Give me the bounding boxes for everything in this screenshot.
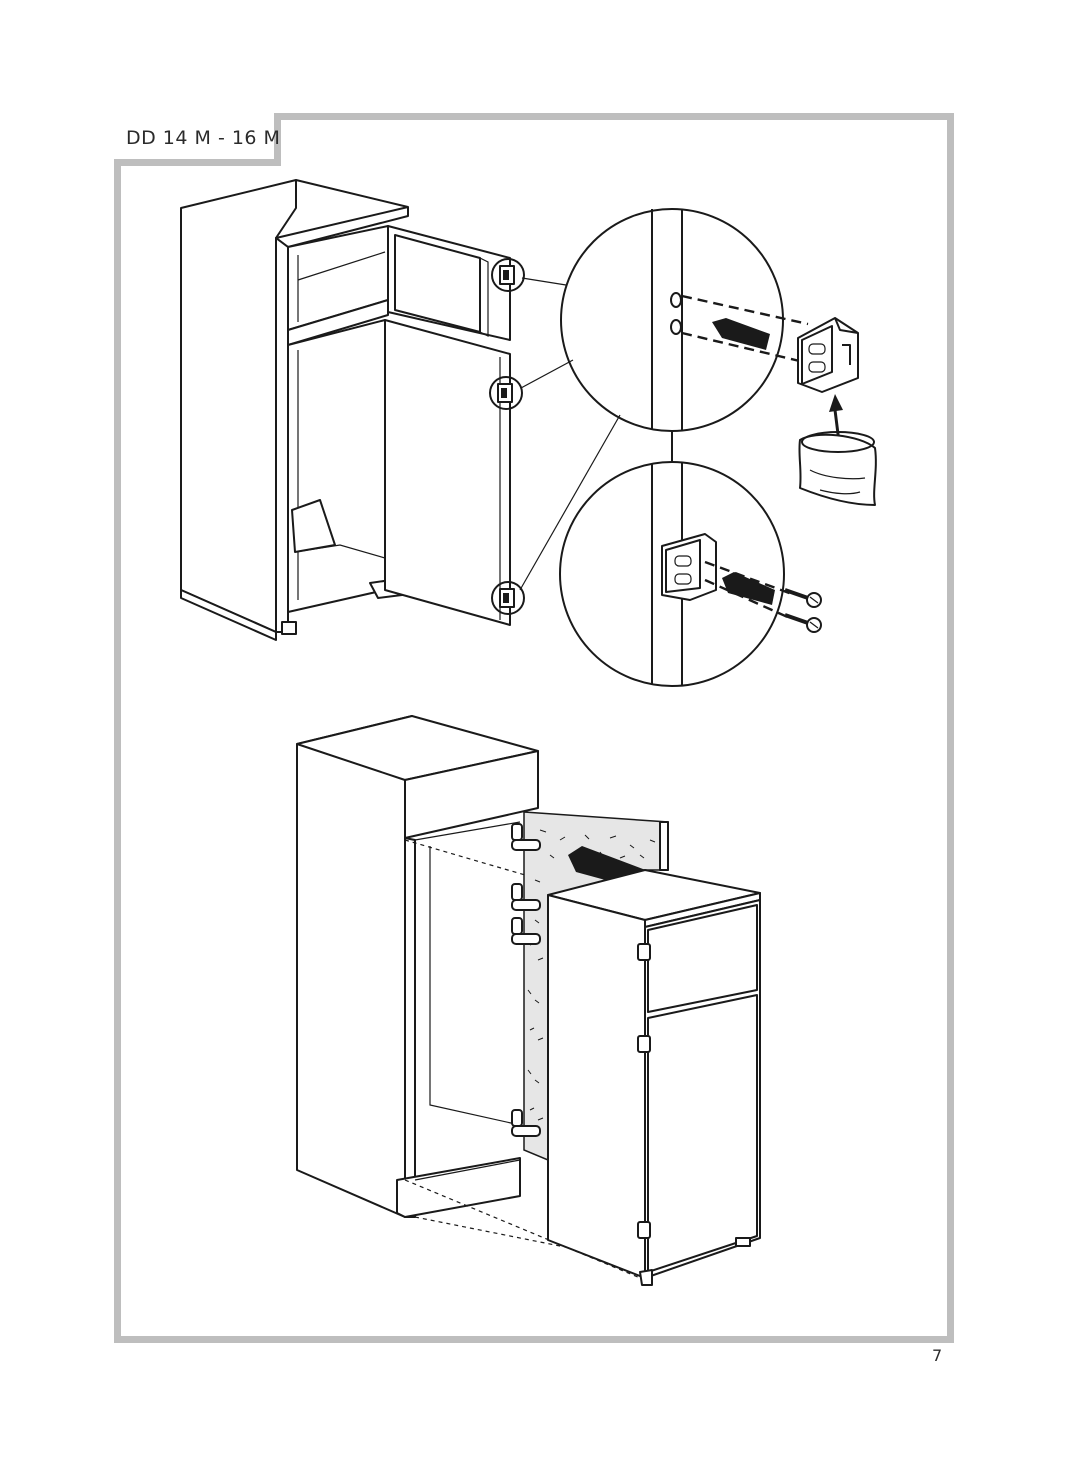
model-label-tab bbox=[114, 113, 281, 166]
parts-bag-icon bbox=[798, 431, 877, 506]
fridge-open-doors-drawing bbox=[180, 179, 621, 641]
callout-hinge-screwed bbox=[559, 461, 793, 687]
callout-hinge-holes bbox=[560, 208, 809, 462]
screw-icon bbox=[784, 588, 822, 633]
hinge-bracket-icon bbox=[797, 317, 859, 393]
cabinet-drawing bbox=[296, 715, 646, 1281]
figure-frame bbox=[114, 113, 954, 1343]
model-label: DD 14 M - 16 M bbox=[126, 127, 281, 149]
page-number: 7 bbox=[932, 1346, 943, 1365]
fridge-drawing bbox=[547, 869, 761, 1286]
